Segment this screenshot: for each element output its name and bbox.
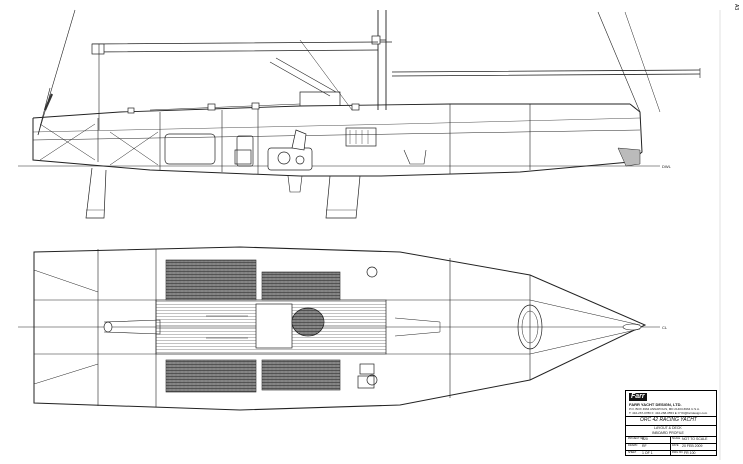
dwl-label: DWL bbox=[662, 164, 672, 169]
engine bbox=[267, 129, 313, 171]
company-logo: Farr bbox=[629, 393, 647, 401]
drawing-subtitle: INBOARD PROFILE bbox=[652, 431, 684, 435]
backstay bbox=[597, 11, 641, 113]
shroud-aft bbox=[624, 11, 661, 113]
keel bbox=[325, 175, 361, 219]
forestay bbox=[37, 9, 76, 136]
company-name: FARR YACHT DESIGN, LTD. bbox=[629, 402, 682, 407]
project-title: ORC 42 RACING YACHT bbox=[640, 417, 697, 423]
deck-plan: CL bbox=[18, 246, 668, 411]
scale-label: SCALE bbox=[672, 437, 681, 440]
grating-stbd-fwd bbox=[165, 359, 257, 393]
deck-line bbox=[32, 103, 630, 119]
deck-outline bbox=[33, 246, 647, 411]
scale-value: NOT TO SCALE bbox=[682, 437, 708, 441]
date-label: DATE bbox=[672, 444, 679, 447]
grating-stbd-aft bbox=[261, 359, 341, 391]
drawn-label: DRAWN bbox=[628, 444, 638, 447]
dwg-no-value: FR 100 bbox=[684, 451, 696, 455]
dwg-no-label: DWG NO. bbox=[672, 451, 684, 454]
rudder bbox=[85, 167, 107, 219]
cl-label: CL bbox=[662, 325, 668, 330]
address-line-2: T: 410-267-0780 F: 410-268-0553 E: FYD@f… bbox=[629, 411, 708, 415]
boom bbox=[91, 41, 379, 53]
title-block: Farr FARR YACHT DESIGN, LTD. P.O. BOX 49… bbox=[625, 390, 717, 456]
project-no-label: PROJECT NO. bbox=[628, 437, 645, 440]
grating-port-aft bbox=[261, 271, 341, 301]
sheet-mark: A3 bbox=[733, 4, 739, 11]
address-line-1: P.O. BOX 4964 ANNAPOLIS, MD 21403-6964 U… bbox=[629, 407, 700, 411]
spinnaker-pole bbox=[391, 69, 701, 77]
runner-stay bbox=[37, 87, 51, 136]
hatch bbox=[255, 303, 293, 349]
sheet-value: 1 OF 1 bbox=[642, 451, 653, 455]
sheet-label: SHEET bbox=[628, 451, 637, 454]
coiled-lines bbox=[291, 307, 325, 337]
date-value: 20 FEB 2009 bbox=[682, 444, 703, 448]
drawing-title: LAYOUT & DECK bbox=[654, 426, 682, 430]
fore-hatch bbox=[517, 304, 543, 350]
drawn-value: RF bbox=[642, 444, 647, 448]
inboard-profile: DWL bbox=[18, 9, 701, 219]
grating-port-fwd bbox=[165, 259, 257, 301]
project-no: 620 bbox=[642, 437, 648, 441]
mast bbox=[377, 10, 387, 110]
hull-outline bbox=[32, 103, 643, 177]
